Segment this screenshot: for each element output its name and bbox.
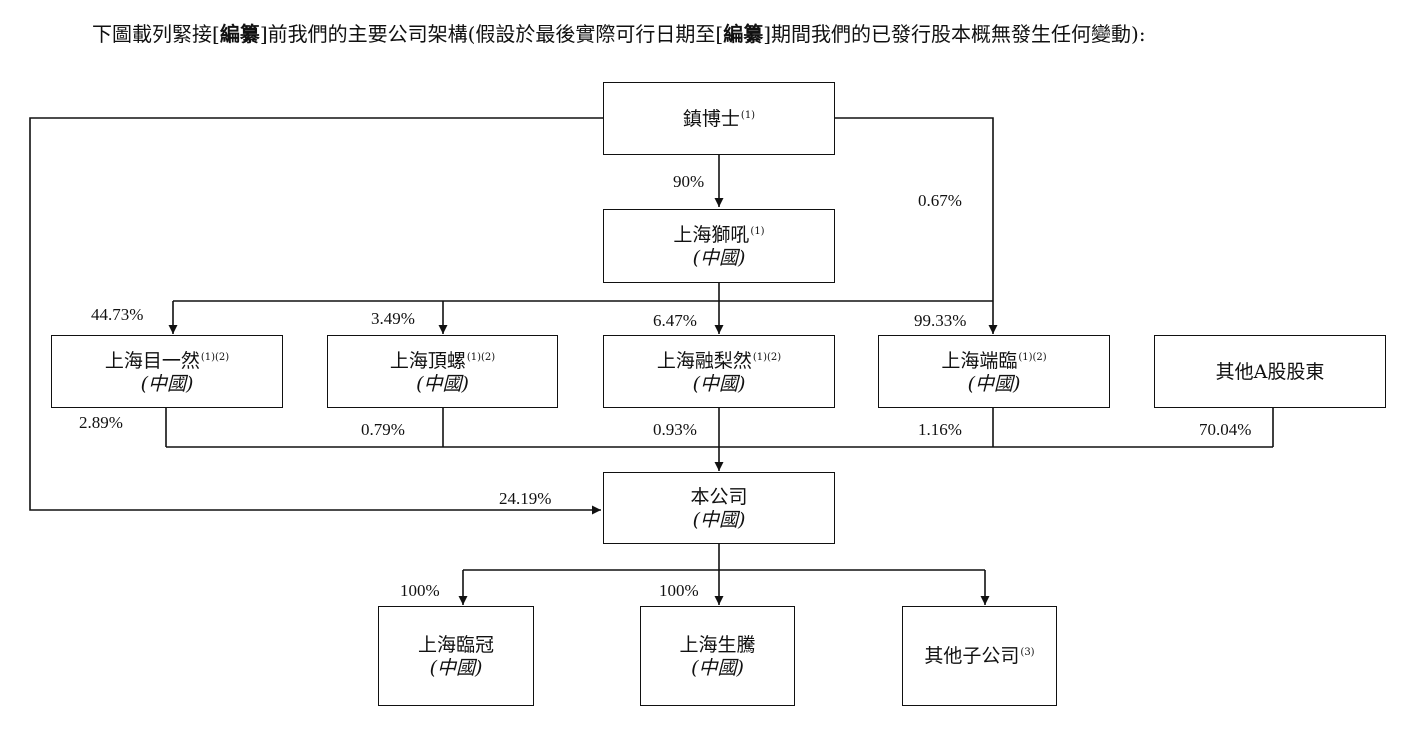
pct-shihou-muyiran: 44.73% (91, 305, 144, 324)
node-name: 本公司 (690, 486, 748, 508)
pct-zhenboshi-company: 24.19% (499, 489, 552, 508)
pct-shihou-duanlin: 99.33% (914, 311, 967, 330)
node-jurisdiction: (中國) (692, 247, 746, 269)
edge-zhenboshi-company (29, 117, 603, 515)
node-jurisdiction: (中國) (692, 509, 746, 531)
pct-shihou-ronglilran: 6.47% (653, 311, 697, 330)
pct-company-shengteng: 100% (659, 581, 699, 600)
node-shanghai-linguan: 上海臨冠 (中國) (378, 606, 534, 706)
node-name: 上海獅吼(1) (673, 224, 765, 246)
node-shanghai-shengteng: 上海生騰 (中國) (640, 606, 795, 706)
node-name: 上海融梨然(1)(2) (656, 349, 782, 372)
node-jurisdiction: (中國) (429, 657, 483, 679)
intro-text: 下圖載列緊接[編纂]前我們的主要公司架構(假設於最後實際可行日期至[編纂]期間我… (92, 20, 1392, 48)
pct-duanlin-company: 1.16% (918, 420, 962, 439)
intro-part-3: ]期間我們的已發行股本概無發生任何變動): (763, 22, 1146, 46)
pct-others-company: 70.04% (1199, 420, 1252, 439)
node-name: 其他子公司(3) (924, 645, 1035, 667)
node-shanghai-muyiran: 上海目一然(1)(2) (中國) (51, 335, 283, 408)
node-company: 本公司 (中國) (603, 472, 835, 544)
node-name: 其他A股股東 (1215, 360, 1325, 383)
node-shanghai-shihou: 上海獅吼(1) (中國) (603, 209, 835, 283)
intro-part-2: ]前我們的主要公司架構(假設於最後實際可行日期至[ (259, 22, 724, 46)
intro-part-1: 下圖載列緊接[ (92, 22, 220, 46)
edge-zhenboshi-duanlin (835, 117, 998, 334)
node-shanghai-ronglilran: 上海融梨然(1)(2) (中國) (603, 335, 835, 408)
node-jurisdiction: (中國) (692, 372, 746, 395)
node-jurisdiction: (中國) (967, 372, 1021, 395)
node-other-a-shareholders: 其他A股股東 (1154, 335, 1386, 408)
node-zhenboshi: 鎮博士(1) (603, 82, 835, 155)
node-name: 上海端臨(1)(2) (941, 349, 1047, 372)
node-jurisdiction: (中國) (140, 372, 194, 395)
pct-zhenboshi-duanlin: 0.67% (918, 191, 962, 210)
node-jurisdiction: (中國) (416, 372, 469, 395)
intro-redacted-2: 編纂 (723, 22, 764, 46)
pct-zhenboshi-shihou: 90% (673, 172, 705, 191)
node-shanghai-duanlin: 上海端臨(1)(2) (中國) (878, 335, 1110, 408)
node-shanghai-dingluo: 上海頂螺(1)(2) (中國) (327, 335, 558, 408)
pct-shihou-dingluo: 3.49% (371, 309, 415, 328)
node-other-subsidiaries: 其他子公司(3) (902, 606, 1057, 706)
pct-muyiran-company: 2.89% (79, 413, 123, 432)
pct-dingluo-company: 0.79% (361, 420, 405, 439)
pct-company-linguan: 100% (400, 581, 440, 600)
pct-ronglilran-company: 0.93% (653, 420, 697, 439)
node-name: 上海臨冠 (417, 634, 494, 656)
node-name: 上海生騰 (679, 634, 756, 656)
intro-redacted-1: 編纂 (219, 22, 260, 46)
node-name: 鎮博士(1) (682, 107, 756, 130)
node-name: 上海目一然(1)(2) (104, 349, 230, 372)
node-name: 上海頂螺(1)(2) (389, 349, 496, 372)
node-jurisdiction: (中國) (691, 657, 744, 679)
